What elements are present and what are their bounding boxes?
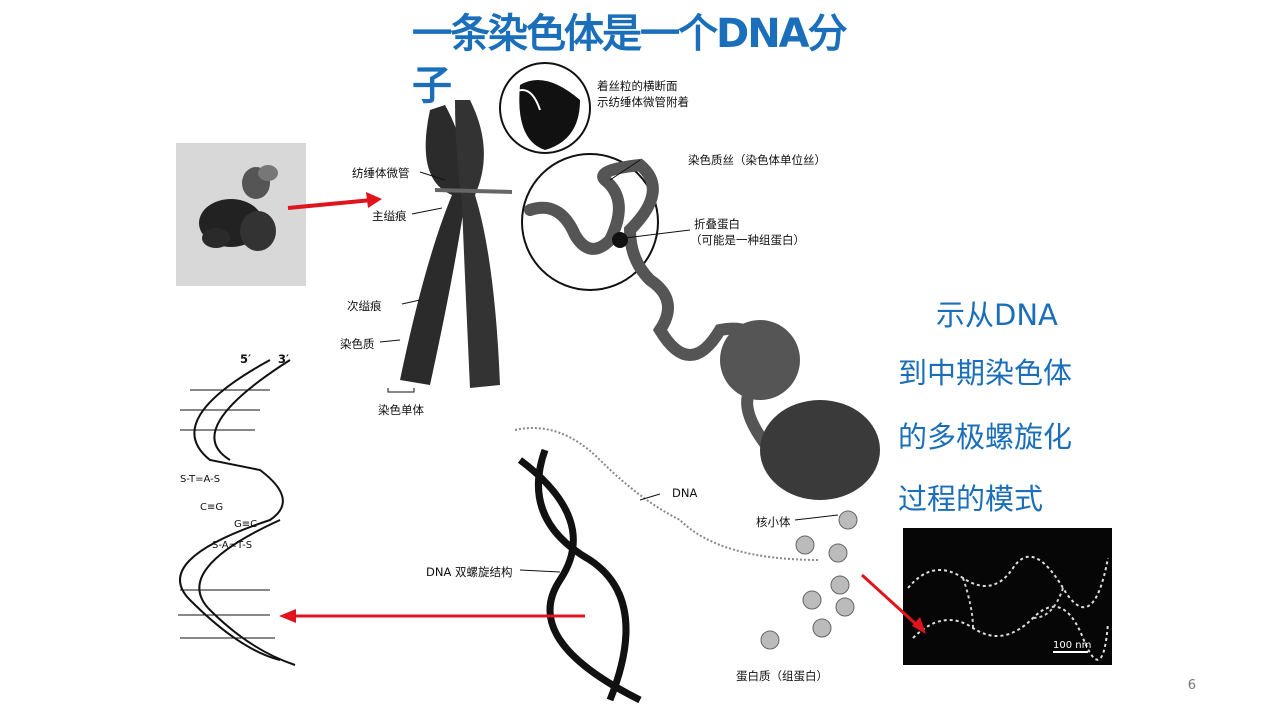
label-folding-protein-note: （可能是一种组蛋白） <box>690 233 805 247</box>
helix-row-3: G≡C <box>234 519 258 530</box>
page-number: 6 <box>1187 678 1196 693</box>
label-chromatid: 染色单体 <box>378 403 424 417</box>
chromosome-micrograph-drawing <box>176 143 306 286</box>
label-secondary-constriction: 次缢痕 <box>347 299 382 313</box>
side-note-line-4: 过程的模式 <box>898 482 1044 516</box>
label-nucleosome: 核小体 <box>756 515 791 529</box>
side-note-line-3: 的多极螺旋化 <box>898 420 1073 454</box>
magnify-circle <box>521 153 659 291</box>
nucleosome-micrograph-drawing <box>903 528 1112 665</box>
label-cross-section-2: 示纺缍体微管附着 <box>597 95 689 109</box>
label-dna: DNA <box>672 486 698 500</box>
dna-strand <box>514 427 821 561</box>
helix-row-2: C≡G <box>200 502 224 513</box>
center-helix-b <box>534 448 630 702</box>
label-protein: 蛋白质（组蛋白） <box>736 669 828 683</box>
scale-bar-label: 100 nm <box>1053 640 1092 651</box>
label-chromatin-fiber: 染色质丝（染色体单位丝） <box>688 153 826 167</box>
chromatid-right <box>455 100 500 388</box>
label-folding-protein: 折叠蛋白 <box>694 217 740 231</box>
label-cross-section: 着丝粒的横断面 <box>597 79 678 93</box>
chromosome-micrograph <box>176 143 306 286</box>
arrow-micrograph <box>287 198 373 210</box>
center-helix-a <box>517 457 642 704</box>
left-helix-a <box>179 359 284 661</box>
label-chromatin: 染色质 <box>340 337 375 351</box>
helix-three-prime: 3′ <box>278 352 290 366</box>
coiled-chromatin <box>760 400 880 500</box>
arrow-micrograph-bottom <box>860 573 920 628</box>
left-helix-b <box>198 359 296 666</box>
spindle-bar <box>434 188 513 194</box>
helix-five-prime: 5′ <box>240 352 252 366</box>
helix-row-4: S-A=T-S <box>212 540 253 551</box>
nucleosome-micrograph: 100 nm <box>903 528 1112 665</box>
slide-title: 一条染色体是一个DNA分子 <box>412 11 848 109</box>
label-primary-constriction: 主缢痕 <box>372 209 407 223</box>
label-spindle-microtubule: 纺缍体微管 <box>352 166 410 180</box>
chromatid-left <box>400 105 466 385</box>
helix-row-1: S-T=A-S <box>180 474 221 485</box>
side-note-line-2: 到中期染色体 <box>898 356 1073 390</box>
side-note-line-1: 示从DNA <box>936 298 1058 332</box>
label-dna-double-helix: DNA 双螺旋结构 <box>426 565 513 579</box>
